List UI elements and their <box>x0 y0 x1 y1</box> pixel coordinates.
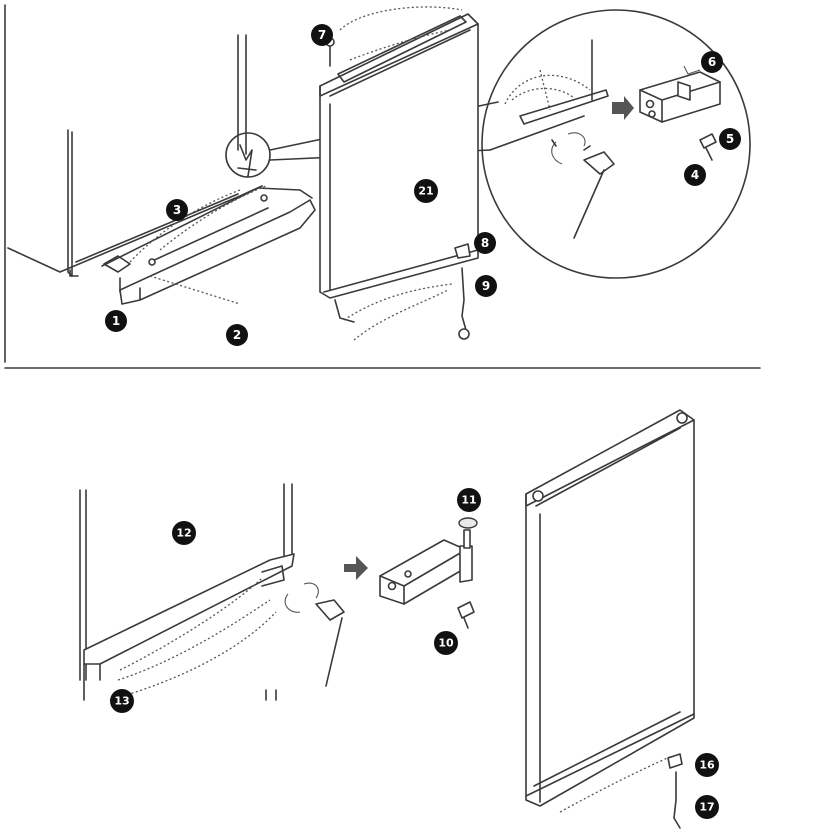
bottom-panel <box>79 409 695 829</box>
hinge-detail-small <box>237 144 257 177</box>
separate-door <box>525 409 695 829</box>
zoom-source-circle <box>225 132 271 178</box>
svg-text:11: 11 <box>461 494 476 507</box>
callout-10: 10 <box>434 631 458 655</box>
callout-3: 3 <box>166 199 188 221</box>
svg-text:7: 7 <box>318 28 326 42</box>
step-arrow-top <box>612 96 634 120</box>
callout-9: 9 <box>475 275 497 297</box>
callout-12: 12 <box>172 521 196 545</box>
svg-text:12: 12 <box>176 527 191 540</box>
svg-text:8: 8 <box>481 236 489 250</box>
callout-8: 8 <box>474 232 496 254</box>
hinge-pin-parts-top <box>454 243 471 340</box>
callout-21: 21 <box>414 179 438 203</box>
callout-2: 2 <box>226 324 248 346</box>
hinge-bracket <box>379 517 478 629</box>
callout-13: 13 <box>110 689 134 713</box>
svg-text:4: 4 <box>691 168 699 182</box>
svg-text:1: 1 <box>112 314 120 328</box>
svg-text:16: 16 <box>699 759 715 772</box>
svg-text:2: 2 <box>233 328 241 342</box>
svg-text:17: 17 <box>699 801 714 814</box>
top-panel <box>4 4 761 369</box>
svg-text:13: 13 <box>114 695 129 708</box>
svg-text:5: 5 <box>726 132 734 146</box>
fridge-main-door <box>79 483 345 701</box>
step-arrow-bottom <box>344 556 368 580</box>
callout-6: 6 <box>701 51 723 73</box>
zoom-detail-circle <box>481 9 751 279</box>
svg-text:9: 9 <box>482 279 490 293</box>
bottom-cover <box>101 185 316 305</box>
callout-17: 17 <box>695 795 719 819</box>
callout-11: 11 <box>457 488 481 512</box>
callout-5: 5 <box>719 128 741 150</box>
svg-text:21: 21 <box>418 185 433 198</box>
callout-4: 4 <box>684 164 706 186</box>
svg-text:6: 6 <box>708 55 716 69</box>
svg-text:10: 10 <box>438 637 454 650</box>
callout-1: 1 <box>105 310 127 332</box>
freezer-door <box>319 6 479 341</box>
svg-text:3: 3 <box>173 203 181 217</box>
callout-7: 7 <box>311 24 333 46</box>
callout-16: 16 <box>695 753 719 777</box>
fridge-body <box>7 34 263 277</box>
